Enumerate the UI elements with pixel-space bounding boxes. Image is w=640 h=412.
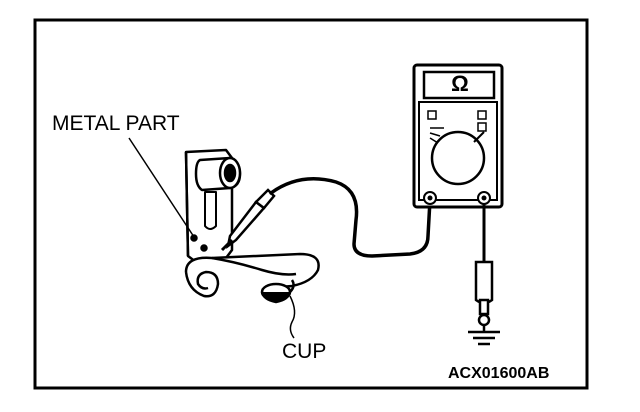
range-dial [430,130,486,186]
metal-part-bracket [184,148,242,264]
meter-display [422,70,496,100]
cup-label: CUP [282,340,327,363]
figure-border [33,18,589,390]
metal-part-label: METAL PART [52,112,180,135]
figure-code: ACX01600AB [448,365,550,382]
ground-icon [468,325,500,346]
cup-part [184,252,320,304]
ground-probe [474,260,494,327]
test-lead-wire [269,177,432,258]
cup-leader [289,295,296,339]
ohmmeter-icon [412,63,504,209]
probe-icon [220,188,276,252]
meter-display-symbol: Ω [451,71,469,96]
metal-part-leader [128,137,197,241]
